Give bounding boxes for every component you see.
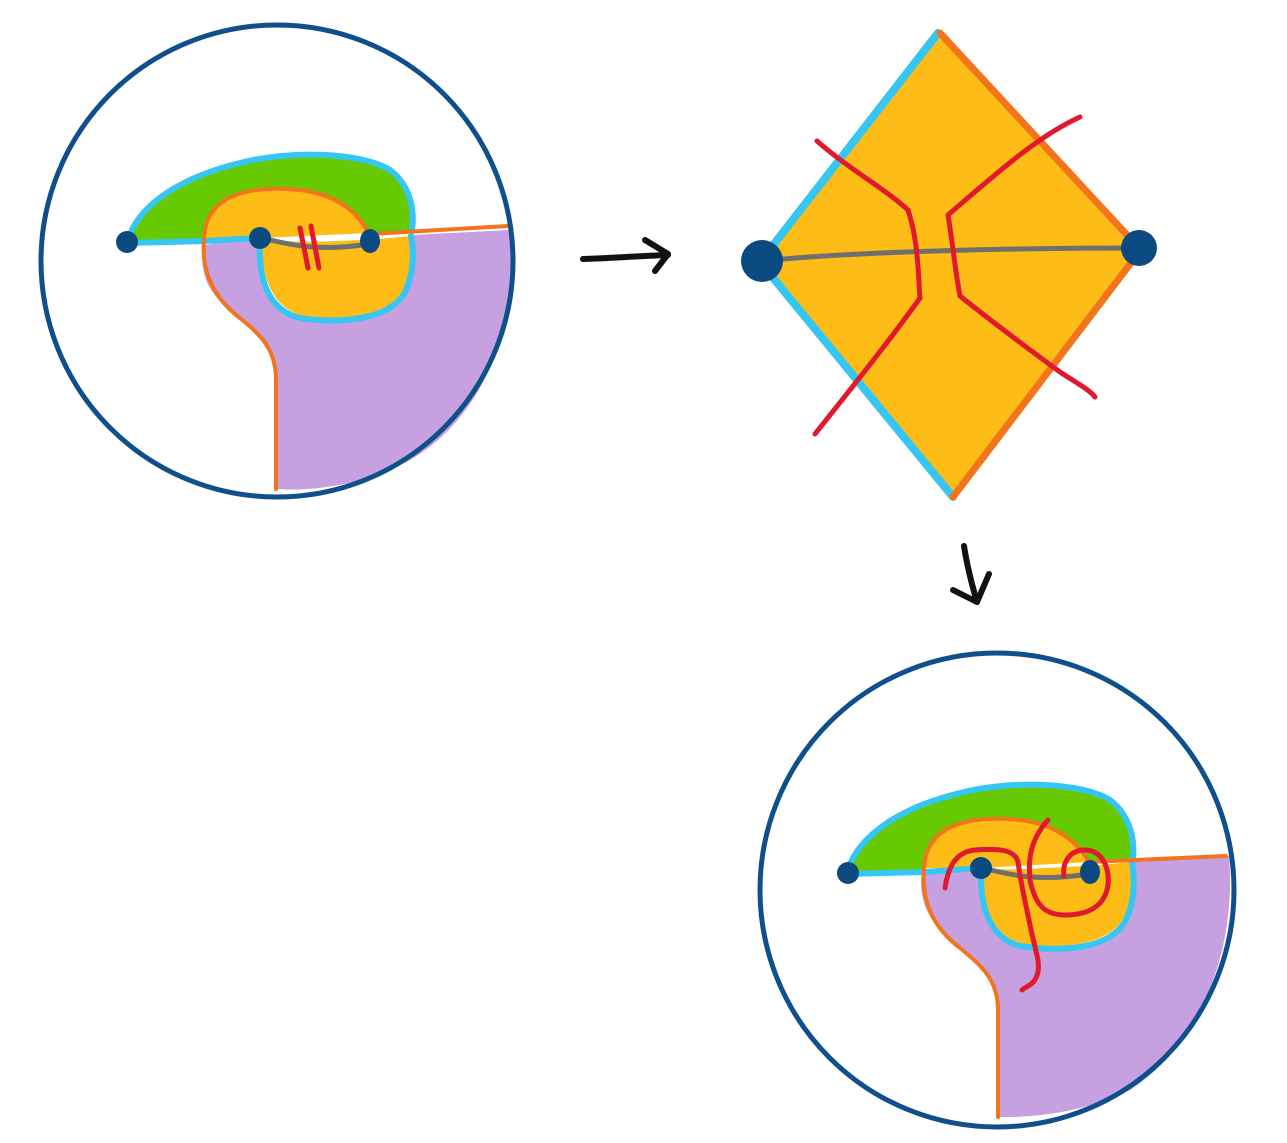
cyan-outer-arc (125, 151, 416, 243)
square-dot-left (741, 240, 783, 282)
disk-boundary (38, 22, 516, 500)
dot-right (360, 229, 380, 253)
red-curve-b (1026, 817, 1111, 918)
gray-segment (259, 235, 371, 251)
dot-right (1080, 860, 1100, 884)
dot-middle (970, 857, 992, 879)
purple-region (202, 230, 512, 490)
red-mark-2 (308, 223, 322, 271)
arrow-right-shaft (580, 252, 671, 262)
orange-right-edge (1088, 854, 1228, 864)
red-curve-a (942, 846, 1041, 993)
orange-lower-right-edge (949, 247, 1144, 501)
orange-loop (201, 186, 372, 491)
cyan-upper-left-edge (756, 29, 942, 266)
dot-middle (249, 227, 271, 249)
disk-final (757, 650, 1237, 1130)
yellow-square (760, 33, 1140, 497)
arrow-right (580, 237, 671, 274)
gray-diagonal (759, 245, 1141, 264)
yellow-region (981, 862, 1133, 947)
disk-boundary (757, 650, 1237, 1130)
orange-right-edge (368, 224, 510, 236)
square-middle (741, 29, 1157, 501)
yellow-region (260, 236, 413, 319)
disk-initial (38, 22, 516, 500)
square-dot-right (1121, 230, 1157, 266)
red-mark-1 (297, 225, 311, 271)
red-curve-left (812, 138, 923, 437)
dot-left (837, 862, 859, 884)
arrow-down-head (950, 571, 992, 605)
cyan-inner-arc (977, 859, 1137, 952)
green-region (128, 154, 413, 240)
yellow-upper (205, 189, 370, 240)
yellow-upper (925, 819, 1090, 868)
red-curve-right (945, 114, 1098, 400)
cyan-outer-arc (844, 781, 1137, 875)
arrow-down (950, 543, 992, 605)
cyan-inner-arc (256, 233, 416, 324)
dot-left (116, 231, 138, 253)
orange-loop (921, 816, 1092, 1119)
arrow-right-head (642, 237, 671, 274)
